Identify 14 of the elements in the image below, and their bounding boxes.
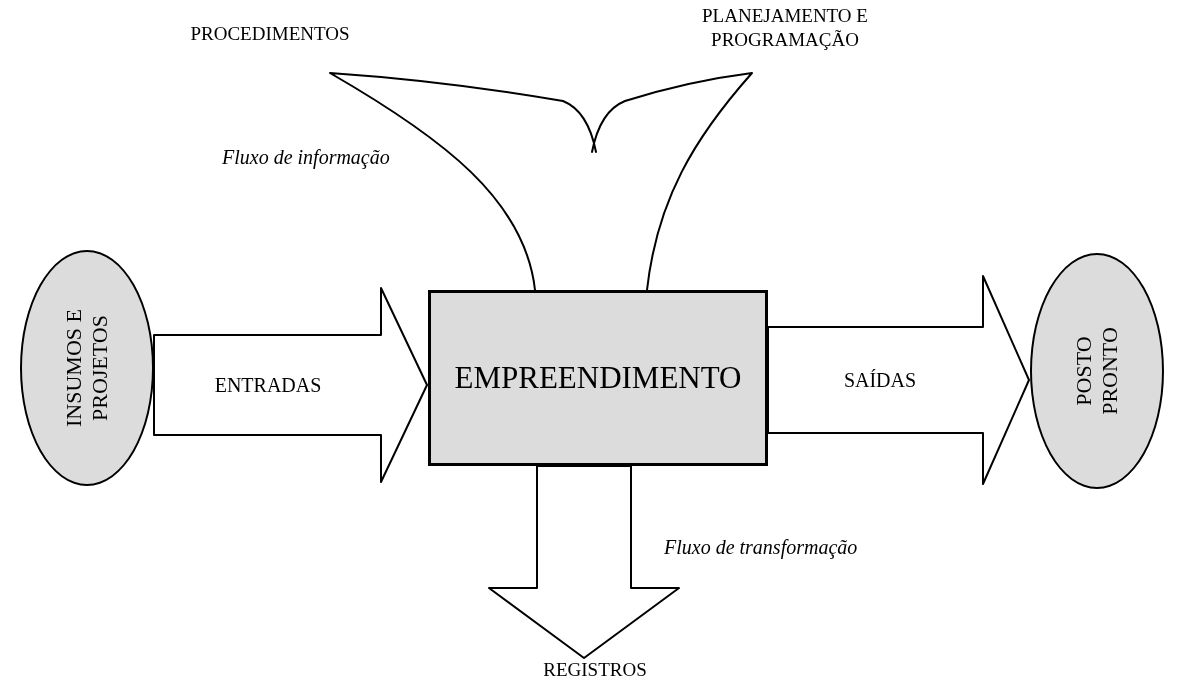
node-label: POSTO PRONTO xyxy=(1071,326,1123,417)
node-label: EMPREENDIMENTO xyxy=(454,358,742,397)
node-label: PLANEJAMENTO E PROGRAMAÇÃO xyxy=(640,4,930,73)
block-arrow xyxy=(153,287,428,483)
node-label: INSUMOS E PROJETOS xyxy=(61,308,113,429)
funnel-curve xyxy=(591,72,753,291)
block-arrow xyxy=(767,275,1030,485)
process-box xyxy=(428,290,768,466)
funnel-curve xyxy=(329,72,597,291)
node-label: REGISTROS xyxy=(520,658,670,682)
flow-caption: Fluxo de informação xyxy=(222,145,390,171)
node-label: PROCEDIMENTOS xyxy=(180,22,360,73)
block-arrow xyxy=(488,465,680,659)
flow-caption: Fluxo de transformação xyxy=(664,535,858,561)
